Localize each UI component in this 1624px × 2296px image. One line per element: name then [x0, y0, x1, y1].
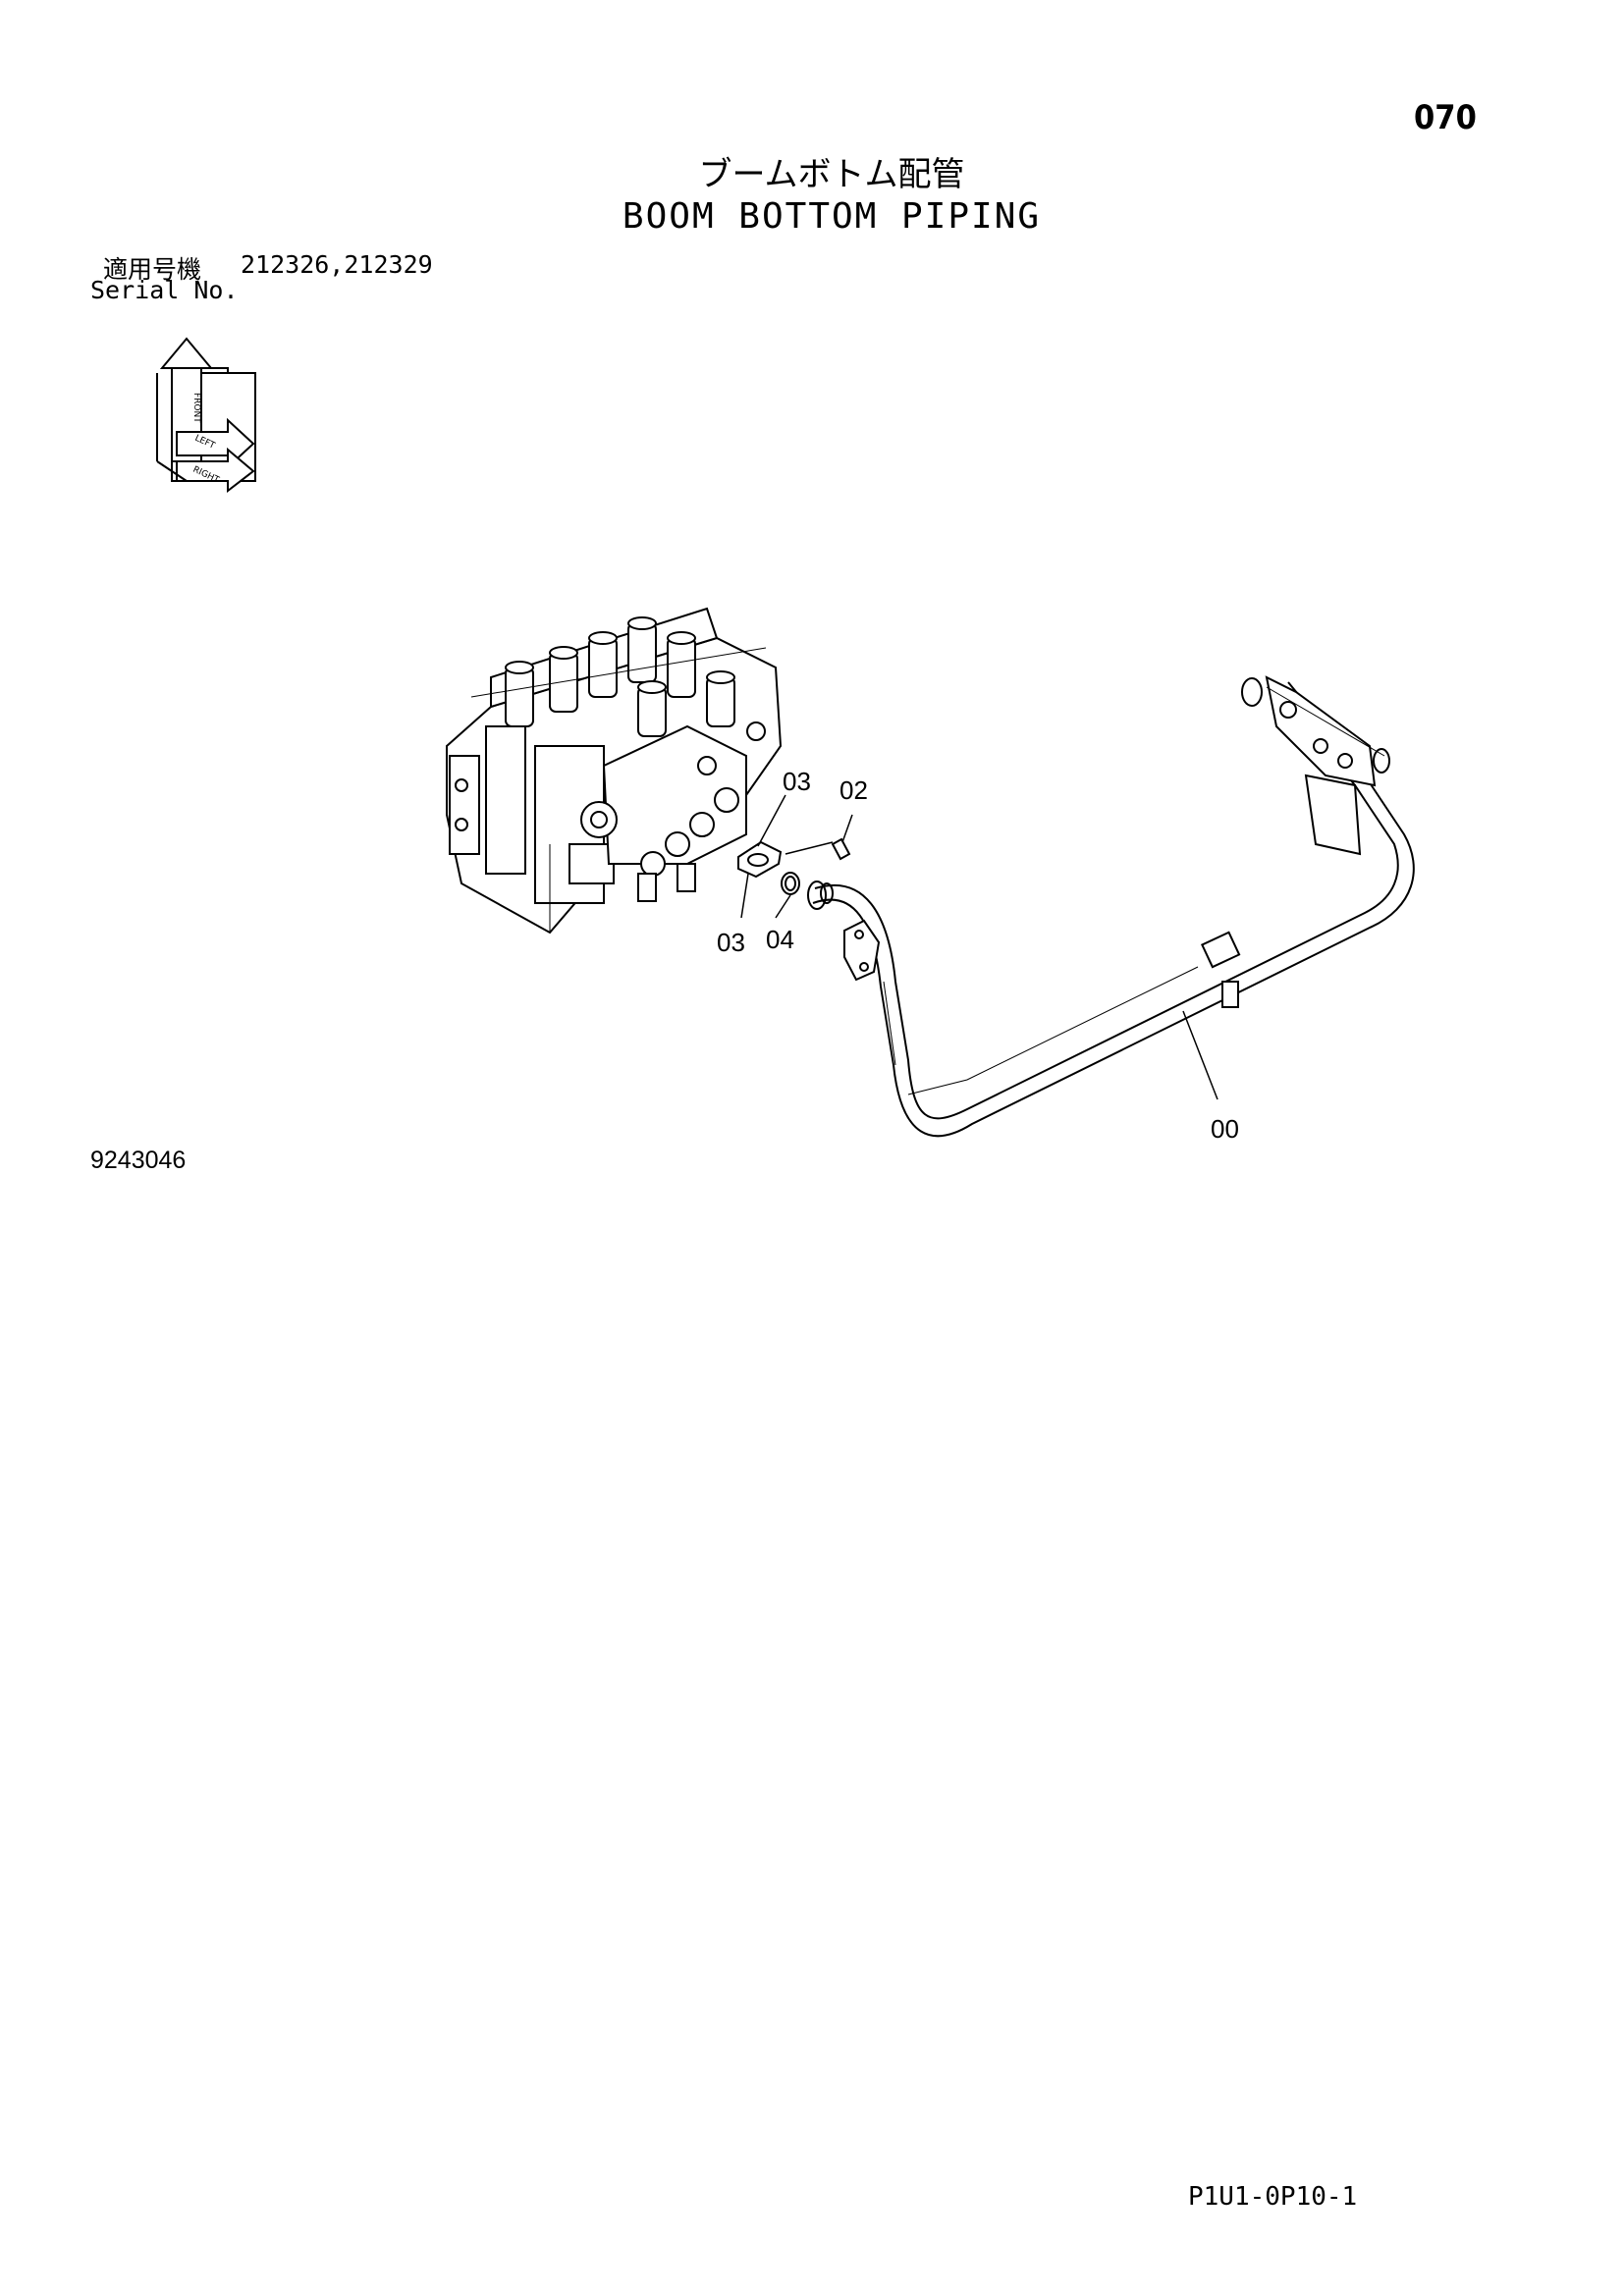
callout-03-lower: 03 — [717, 928, 745, 957]
flange-parts — [737, 837, 851, 895]
orientation-label-front: FRONT — [191, 393, 201, 423]
serial-label-english: Serial No. — [90, 276, 239, 304]
callout-02: 02 — [839, 775, 868, 805]
document-code: P1U1-0P10-1 — [1188, 2182, 1358, 2212]
callout-03-upper: 03 — [783, 767, 811, 796]
callout-04: 04 — [766, 925, 794, 954]
leader-lines — [740, 794, 1218, 1100]
title-english: BOOM BOTTOM PIPING — [622, 196, 1042, 237]
callout-00: 00 — [1211, 1114, 1239, 1144]
title-japanese: ブームボトム配管 — [698, 155, 965, 194]
illustration-code: 9243046 — [90, 1147, 187, 1174]
pipe-assembly — [807, 675, 1415, 1138]
page-number: 070 — [1414, 98, 1477, 137]
control-valve — [446, 607, 783, 934]
orientation-icon: FRONT LEFT RIGHT — [156, 337, 256, 494]
serial-numbers: 212326,212329 — [241, 250, 433, 279]
serial-label-japanese: 適用号機 — [103, 255, 202, 284]
